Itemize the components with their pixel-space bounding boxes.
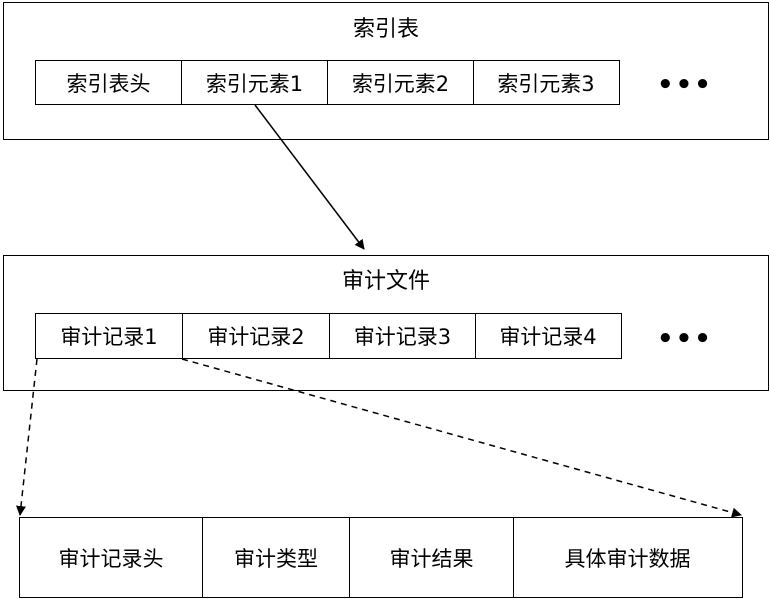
audit-record-detail-row: 审计记录头 审计类型 审计结果 具体审计数据 (19, 517, 743, 598)
audit-record-header-cell: 审计记录头 (20, 518, 203, 597)
audit-file-ellipsis: ••• (657, 324, 713, 354)
audit-file-title: 审计文件 (341, 269, 430, 294)
index-table-header-cell: 索引表头 (36, 61, 182, 104)
index-element-1-cell: 索引元素1 (182, 61, 328, 104)
audit-record-2-cell: 审计记录2 (183, 314, 330, 358)
audit-record-3-cell: 审计记录3 (330, 314, 476, 358)
index-table-title: 索引表 (352, 17, 419, 42)
audit-file-row: 审计记录1 审计记录2 审计记录3 审计记录4 (35, 313, 622, 359)
audit-type-cell: 审计类型 (203, 518, 350, 597)
index-table-row: 索引表头 索引元素1 索引元素2 索引元素3 (35, 60, 620, 105)
audit-result-cell: 审计结果 (350, 518, 514, 597)
index-element-2-cell: 索引元素2 (328, 61, 474, 104)
index-element-3-cell: 索引元素3 (497, 71, 595, 96)
audit-record-4-cell: 审计记录4 (499, 325, 597, 349)
index-table-ellipsis: ••• (657, 70, 713, 100)
audit-data-cell: 具体审计数据 (564, 546, 691, 571)
audit-record-1-cell: 审计记录1 (36, 314, 183, 358)
